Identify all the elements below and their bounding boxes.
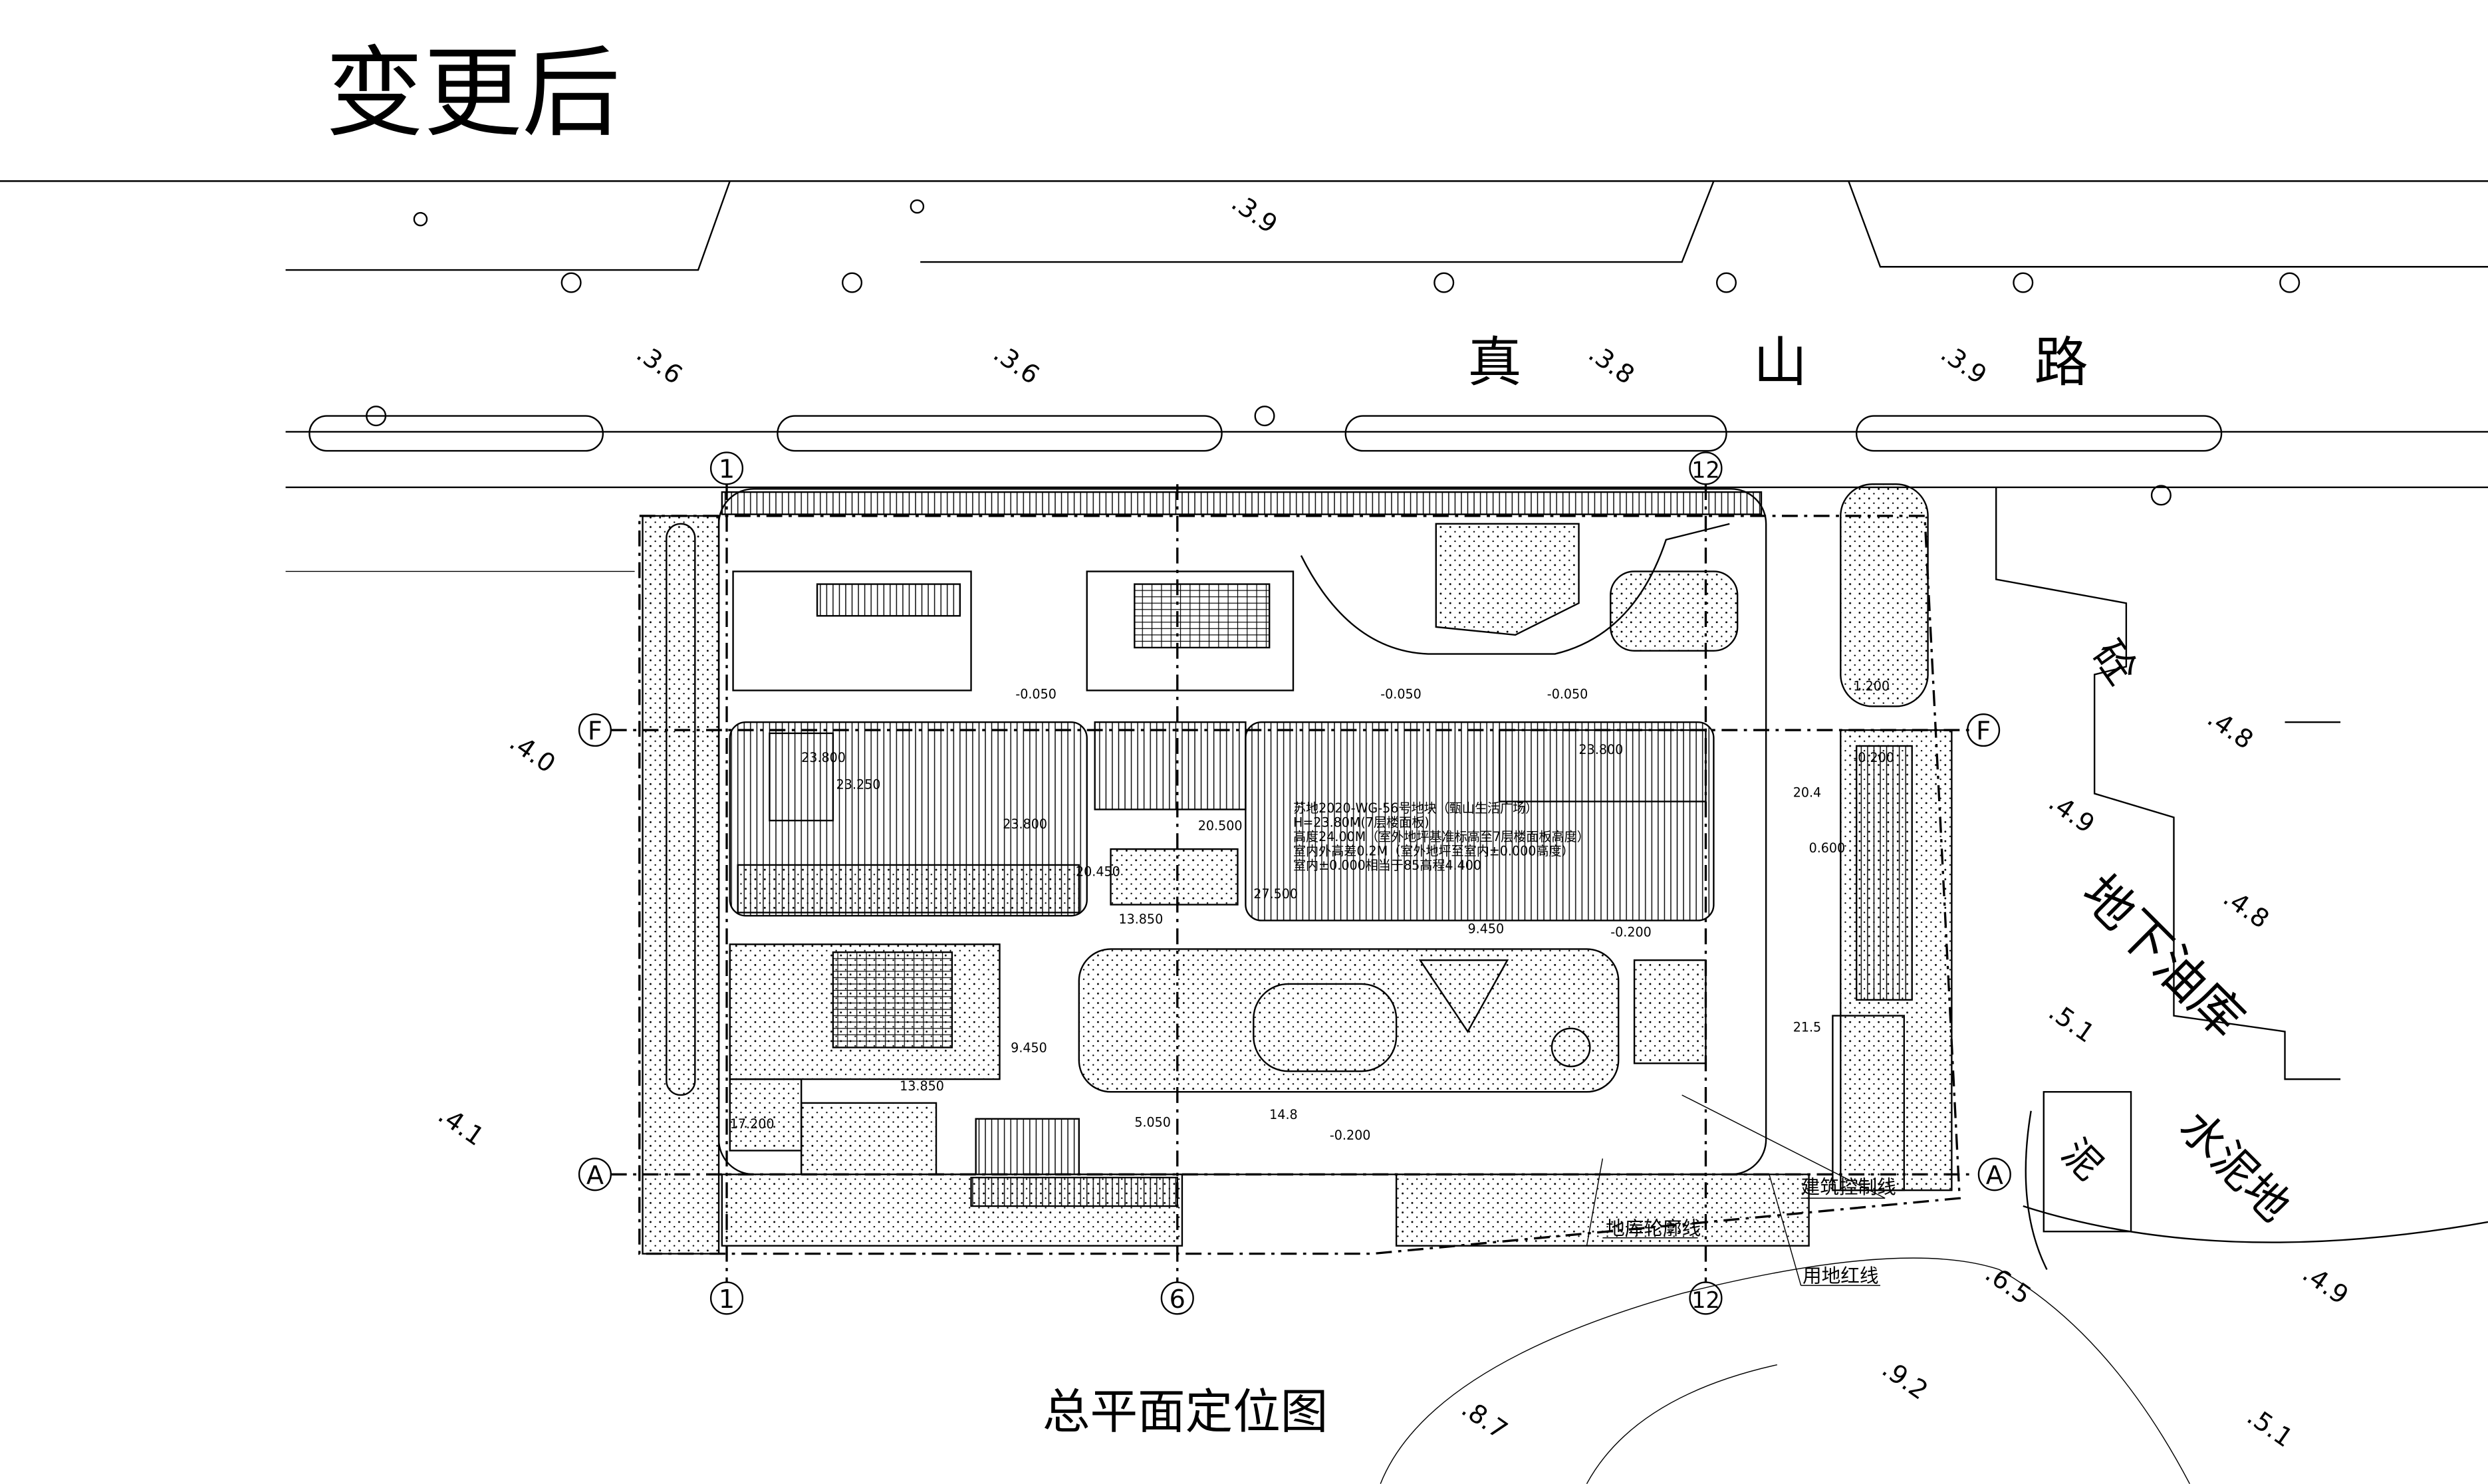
axis-bubble-6: 6: [1160, 1281, 1194, 1315]
svg-text:.9.2: .9.2: [1876, 1354, 1933, 1406]
building-control-line-label: 建筑控制线: [1801, 1175, 1896, 1198]
svg-text:0.600: 0.600: [1809, 840, 1846, 856]
axis-bubble-1: 1: [709, 451, 744, 485]
svg-text:.4.9: .4.9: [2297, 1259, 2354, 1311]
svg-text:.3.9: .3.9: [1935, 338, 1992, 390]
drawing-title: 变更后: [325, 36, 620, 150]
svg-text:H=23.80M(7层楼面板): H=23.80M(7层楼面板): [1293, 815, 1430, 830]
svg-text:21.5: 21.5: [1793, 1020, 1821, 1035]
svg-text:23.250: 23.250: [836, 777, 881, 792]
svg-text:9.450: 9.450: [1011, 1041, 1047, 1056]
svg-text:.5.1: .5.1: [2043, 997, 2100, 1049]
grid-axes: 1 12 1 6 12 F F A A: [578, 451, 2011, 1315]
mud-label: 泥: [2053, 1130, 2112, 1189]
svg-text:-0.200: -0.200: [1853, 750, 1894, 765]
svg-text:高度24.00M（室外地坪基准标高至7层楼面板高度）: 高度24.00M（室外地坪基准标高至7层楼面板高度）: [1293, 829, 1590, 844]
svg-text:.3.6: .3.6: [988, 338, 1045, 390]
axis-bubble-1: 1: [709, 1281, 744, 1315]
svg-text:1.200: 1.200: [1853, 678, 1890, 693]
svg-text:23.800: 23.800: [1003, 816, 1047, 832]
line-legend-callouts: 建筑控制线 地库轮廓线 用地红线: [1586, 1094, 1896, 1287]
svg-text:23.800: 23.800: [1579, 742, 1624, 757]
svg-text:.4.1: .4.1: [433, 1100, 489, 1152]
svg-text:13.850: 13.850: [900, 1078, 944, 1094]
land-red-line-label: 用地红线: [1803, 1265, 1879, 1287]
svg-text:23.800: 23.800: [801, 750, 846, 765]
svg-text:.3.6: .3.6: [631, 338, 687, 390]
svg-text:14.8: 14.8: [1269, 1107, 1297, 1122]
svg-text:-0.200: -0.200: [1330, 1128, 1371, 1143]
svg-text:-0.050: -0.050: [1380, 686, 1422, 701]
drawing-caption: 总平面定位图: [1043, 1384, 1328, 1439]
svg-text:.6.5: .6.5: [1979, 1259, 2036, 1311]
axis-bubble-12: 12: [1689, 451, 1723, 485]
road-area: 真 山 路: [285, 180, 2488, 572]
svg-text:20.450: 20.450: [1076, 864, 1120, 880]
svg-text:.4.8: .4.8: [2201, 703, 2258, 755]
svg-text:.4.8: .4.8: [2217, 883, 2274, 935]
svg-text:5.050: 5.050: [1134, 1115, 1171, 1130]
building-footprint: [717, 488, 1767, 1207]
svg-text:.3.9: .3.9: [1226, 188, 1283, 240]
cement-ground-label: 水泥地: [2170, 1101, 2301, 1232]
svg-text:1: 1: [719, 455, 735, 485]
svg-text:室内外高差0.2M（室外地坪至室内±0.000高度）: 室内外高差0.2M（室外地坪至室内±0.000高度）: [1293, 844, 1574, 859]
svg-text:.8.7: .8.7: [1456, 1394, 1513, 1445]
axis-bubble-A: A: [578, 1158, 612, 1191]
axis-bubble-F: F: [1967, 713, 2001, 747]
svg-text:室内±0.000相当于85高程4.400: 室内±0.000相当于85高程4.400: [1293, 858, 1481, 873]
axis-bubble-12: 12: [1689, 1281, 1723, 1315]
svg-text:12: 12: [1691, 1287, 1720, 1313]
svg-text:13.850: 13.850: [1118, 912, 1163, 927]
axis-bubble-A: A: [1977, 1158, 2011, 1191]
svg-text:苏地2020-WG-56号地块（甄山生活广场）: 苏地2020-WG-56号地块（甄山生活广场）: [1293, 801, 1538, 816]
road-name-char: 真: [1467, 332, 1521, 394]
road-name-char: 路: [2034, 332, 2088, 394]
svg-text:.3.8: .3.8: [1583, 338, 1640, 390]
svg-text:A: A: [586, 1162, 604, 1191]
site-note: 苏地2020-WG-56号地块（甄山生活广场） H=23.80M(7层楼面板) …: [1293, 801, 1590, 873]
road-name-char: 山: [1753, 332, 1807, 394]
svg-text:.4.9: .4.9: [2043, 788, 2100, 840]
svg-text:-0.050: -0.050: [1015, 686, 1057, 701]
svg-text:17.200: 17.200: [730, 1116, 775, 1132]
svg-text:F: F: [588, 717, 602, 746]
concrete-label: 砼: [2083, 632, 2146, 693]
svg-text:-0.050: -0.050: [1547, 686, 1588, 701]
elevation-labels: 23.800 23.250 23.800 23.800 20.500 27.50…: [730, 678, 1894, 1142]
svg-text:.4.0: .4.0: [504, 727, 560, 779]
basement-outline-label: 地库轮廓线: [1606, 1217, 1701, 1239]
svg-text:-0.200: -0.200: [1610, 924, 1652, 939]
svg-text:6: 6: [1170, 1285, 1185, 1314]
axis-bubble-F: F: [578, 713, 612, 747]
svg-text:9.450: 9.450: [1467, 922, 1504, 937]
svg-text:27.500: 27.500: [1253, 886, 1298, 902]
svg-text:A: A: [1986, 1162, 2003, 1191]
svg-text:.5.1: .5.1: [2241, 1402, 2298, 1453]
svg-text:12: 12: [1691, 457, 1720, 483]
svg-text:20.4: 20.4: [1793, 785, 1821, 800]
svg-text:1: 1: [719, 1285, 735, 1314]
site-boundary: [638, 483, 1961, 1255]
svg-text:20.500: 20.500: [1198, 818, 1243, 833]
svg-text:F: F: [1976, 717, 1991, 746]
